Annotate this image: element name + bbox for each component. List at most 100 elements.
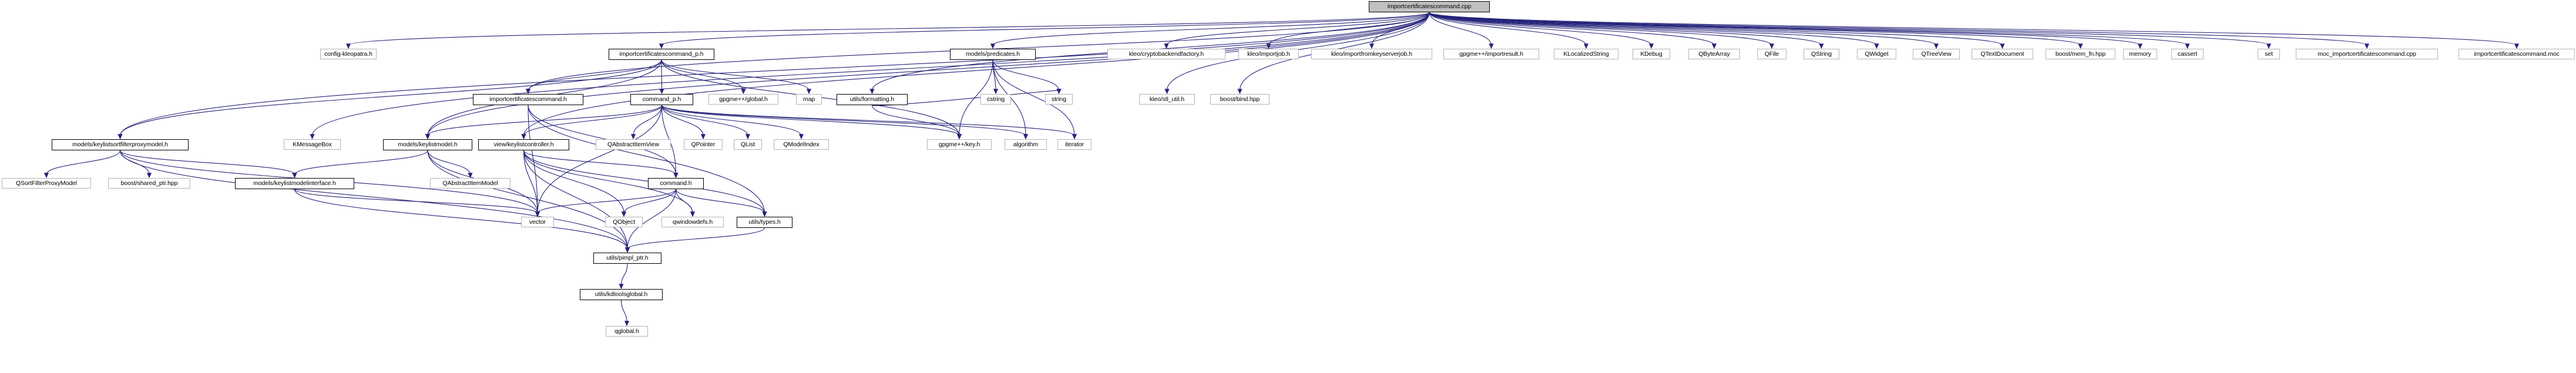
graph-node[interactable]: command.h: [648, 178, 704, 189]
graph-node[interactable]: models/keylistsortfilterproxymodel.h: [52, 139, 189, 150]
node-label: boost/shared_ptr.hpp: [120, 179, 178, 187]
graph-edge-arrowhead: [762, 211, 767, 217]
graph-node[interactable]: QSortFilterProxyModel: [2, 178, 91, 189]
graph-node[interactable]: command_p.h: [630, 94, 693, 105]
node-label: importcertificatescommand.moc: [2474, 50, 2560, 58]
graph-edge: [294, 189, 538, 214]
graph-edge: [427, 105, 663, 136]
graph-edge-arrowhead: [535, 211, 540, 217]
graph-node[interactable]: view/keylistcontroller.h: [478, 139, 569, 150]
graph-edge-arrowhead: [659, 89, 664, 95]
graph-edge-arrowhead: [624, 321, 630, 327]
graph-node[interactable]: algorithm: [1005, 139, 1047, 150]
graph-node[interactable]: QByteArray: [1688, 49, 1740, 59]
node-label: kleo/importjob.h: [1247, 50, 1290, 58]
graph-edge-arrowhead: [1769, 43, 1775, 49]
node-label: cstring: [986, 95, 1005, 103]
graph-node[interactable]: kleo/stl_util.h: [1139, 94, 1195, 105]
node-label: QByteArray: [1698, 50, 1730, 58]
graph-edge: [46, 150, 121, 175]
graph-edge-arrowhead: [2364, 43, 2370, 49]
node-label: vector: [529, 218, 546, 226]
graph-node[interactable]: QAbstractItemView: [596, 139, 671, 150]
graph-node[interactable]: utils/kdtoolsglobal.h: [580, 289, 663, 300]
graph-edge: [119, 150, 628, 250]
graph-edge-arrowhead: [468, 173, 473, 179]
node-label: command.h: [660, 180, 692, 187]
graph-node[interactable]: string: [1045, 94, 1073, 105]
graph-edge: [523, 150, 624, 214]
graph-node[interactable]: QList: [734, 139, 762, 150]
node-label: qwindowdefs.h: [672, 218, 713, 226]
graph-node[interactable]: QAbstractItemModel: [430, 178, 511, 189]
graph-edge: [528, 105, 765, 214]
graph-node[interactable]: gpgme++/global.h: [708, 94, 778, 105]
graph-node[interactable]: cassert: [2171, 49, 2204, 59]
graph-node[interactable]: KLocalizedString: [1554, 49, 1618, 59]
graph-edge-arrowhead: [525, 89, 531, 95]
graph-edge: [661, 105, 802, 136]
graph-node[interactable]: gpgme++/importresult.h: [1443, 49, 1539, 59]
graph-edge-arrowhead: [1369, 43, 1375, 49]
graph-edge-arrowhead: [624, 247, 630, 253]
graph-edge-arrowhead: [624, 247, 630, 253]
graph-node[interactable]: utils/formatting.h: [837, 94, 908, 105]
node-label: KLocalizedString: [1563, 50, 1609, 58]
graph-node[interactable]: importcertificatescommand.h: [473, 94, 583, 105]
node-label: QTreeView: [1921, 50, 1952, 58]
graph-node[interactable]: QObject: [605, 217, 643, 227]
graph-edge: [627, 227, 765, 250]
graph-node[interactable]: models/keylistmodelinterface.h: [235, 178, 354, 189]
graph-node[interactable]: gpgme++/key.h: [927, 139, 992, 150]
graph-node[interactable]: KDebug: [1633, 49, 1670, 59]
graph-node[interactable]: models/predicates.h: [950, 49, 1036, 60]
graph-node[interactable]: utils/pimpl_ptr.h: [593, 253, 661, 264]
graph-node[interactable]: QTextDocument: [1972, 49, 2033, 59]
graph-edge-arrowhead: [1237, 89, 1242, 95]
graph-edge: [661, 105, 1075, 136]
graph-node[interactable]: models/keylistmodel.h: [383, 139, 472, 150]
graph-node[interactable]: boost/mem_fn.hpp: [2046, 49, 2115, 59]
graph-node[interactable]: qglobal.h: [606, 326, 648, 337]
graph-node[interactable]: importcertificatescommand.moc: [2459, 49, 2575, 59]
graph-edge-arrowhead: [2078, 43, 2083, 49]
graph-edge-arrowhead: [535, 211, 540, 217]
graph-edge: [348, 12, 1430, 46]
graph-node[interactable]: qwindowdefs.h: [661, 217, 724, 227]
graph-node[interactable]: QWidget: [1857, 49, 1896, 59]
node-label: QPointer: [691, 140, 716, 148]
graph-node[interactable]: boost/shared_ptr.hpp: [108, 178, 190, 189]
graph-node[interactable]: memory: [2123, 49, 2157, 59]
node-label: moc_importcertificatescommand.cpp: [2318, 50, 2416, 58]
graph-edge: [1429, 12, 1772, 46]
node-label: string: [1051, 95, 1067, 103]
node-label: set: [2265, 50, 2273, 58]
graph-node[interactable]: kleo/cryptobackendfactory.h: [1107, 49, 1225, 59]
graph-node[interactable]: QTreeView: [1913, 49, 1960, 59]
graph-edge: [1429, 12, 1492, 46]
graph-node[interactable]: set: [2258, 49, 2280, 59]
graph-node[interactable]: iterator: [1057, 139, 1091, 150]
graph-node[interactable]: moc_importcertificatescommand.cpp: [2296, 49, 2438, 59]
graph-node[interactable]: QString: [1803, 49, 1839, 59]
node-label: config-kleopatra.h: [324, 50, 372, 58]
graph-node[interactable]: kleo/importfromkeyserverjob.h: [1311, 49, 1432, 59]
graph-node[interactable]: QFile: [1757, 49, 1786, 59]
graph-node[interactable]: boost/bind.hpp: [1210, 94, 1269, 105]
graph-edge-arrowhead: [762, 211, 767, 217]
graph-root-node[interactable]: importcertificatescommand.cpp: [1369, 1, 1490, 12]
graph-edge-arrowhead: [2000, 43, 2005, 49]
graph-node[interactable]: map: [796, 94, 822, 105]
graph-node[interactable]: config-kleopatra.h: [320, 49, 377, 59]
graph-edge-arrowhead: [624, 247, 630, 253]
graph-node[interactable]: importcertificatescommand_p.h: [609, 49, 714, 60]
graph-edge-arrowhead: [1874, 43, 1879, 49]
graph-node[interactable]: QModelIndex: [774, 139, 829, 150]
graph-node[interactable]: cstring: [980, 94, 1011, 105]
graph-node[interactable]: QPointer: [684, 139, 723, 150]
graph-node[interactable]: kleo/importjob.h: [1238, 49, 1299, 59]
node-label: models/keylistsortfilterproxymodel.h: [72, 141, 168, 149]
graph-node[interactable]: KMessageBox: [284, 139, 341, 150]
graph-node[interactable]: vector: [521, 217, 554, 227]
graph-node[interactable]: utils/types.h: [737, 217, 792, 228]
